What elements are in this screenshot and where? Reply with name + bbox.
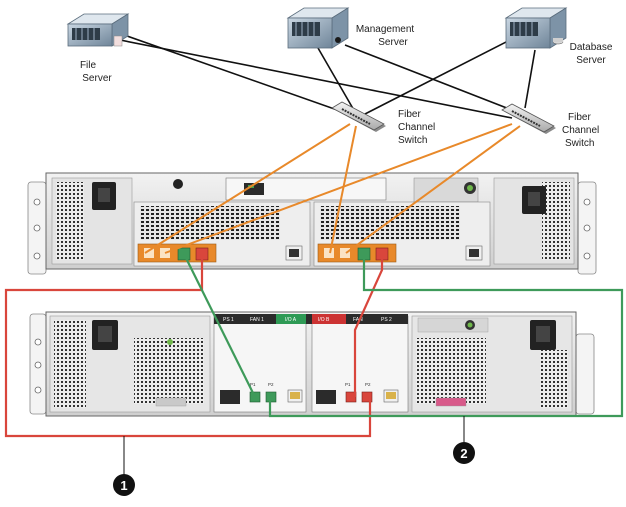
callout-1: 1	[113, 436, 135, 496]
cable-db-to-switch2	[524, 49, 536, 109]
io-b-port2-label: P2	[365, 382, 371, 387]
fc-cables	[144, 123, 521, 254]
database-server-label-line2: Server	[576, 55, 606, 66]
database-server	[504, 7, 568, 49]
cable-mgmt-to-switch1	[317, 47, 356, 113]
sas-cable-red	[4, 254, 384, 438]
io-a-label: I/O A	[285, 317, 297, 323]
fiber-channel-switch-1	[331, 101, 386, 132]
file-server-label-line2: Server	[82, 73, 112, 84]
fc-cable-sw2-ctrlA-p2	[164, 123, 513, 254]
expansion-enclosure: PS 1 FAN 1 I/O A I/O B FAN PS 2 P1 P2 P1…	[29, 311, 595, 417]
cable-file-to-switch2	[109, 37, 513, 119]
file-server	[66, 13, 130, 47]
switch1-label-line3: Switch	[398, 135, 427, 146]
fan-right-label: FAN	[353, 317, 363, 323]
io-b-tag	[312, 314, 346, 324]
management-server-label-line2: Server	[378, 37, 408, 48]
io-a-tag	[276, 314, 306, 324]
fiber-channel-switch-2	[501, 103, 556, 134]
host-cables	[109, 29, 536, 119]
file-server-label-line1: File	[80, 60, 97, 71]
fan1-label: FAN 1	[250, 317, 264, 323]
io-a-port1-label: P1	[250, 382, 256, 387]
switch1-label-line1: Fiber	[398, 109, 421, 120]
fc-cable-sw1-ctrlA-p1	[144, 123, 351, 254]
ps2-label: PS 2	[381, 317, 392, 323]
switch1-label-line2: Channel	[398, 122, 435, 133]
cable-file-to-switch1	[109, 29, 361, 119]
controller-enclosure	[27, 172, 597, 275]
callout-2-number: 2	[460, 446, 467, 461]
fc-cable-sw2-ctrlB-p2	[345, 125, 521, 254]
switch2-label-line1: Fiber	[568, 112, 591, 123]
callout-2: 2	[453, 416, 475, 464]
fc-cable-sw1-ctrlB-p1	[329, 125, 357, 254]
switch2-label-line3: Switch	[565, 138, 594, 149]
management-server	[286, 7, 350, 49]
cable-mgmt-to-switch2	[344, 44, 513, 111]
io-b-label: I/O B	[318, 317, 330, 323]
io-b-port1-label: P1	[345, 382, 351, 387]
sas-cable-green	[183, 253, 624, 418]
management-server-label-line1: Management	[356, 24, 415, 35]
cable-db-to-switch1	[364, 39, 511, 115]
callout-1-number: 1	[120, 478, 127, 493]
switch2-label-line2: Channel	[562, 125, 599, 136]
ps1-label: PS 1	[223, 317, 234, 323]
database-server-label-line1: Database	[570, 42, 613, 53]
io-a-port2-label: P2	[268, 382, 274, 387]
